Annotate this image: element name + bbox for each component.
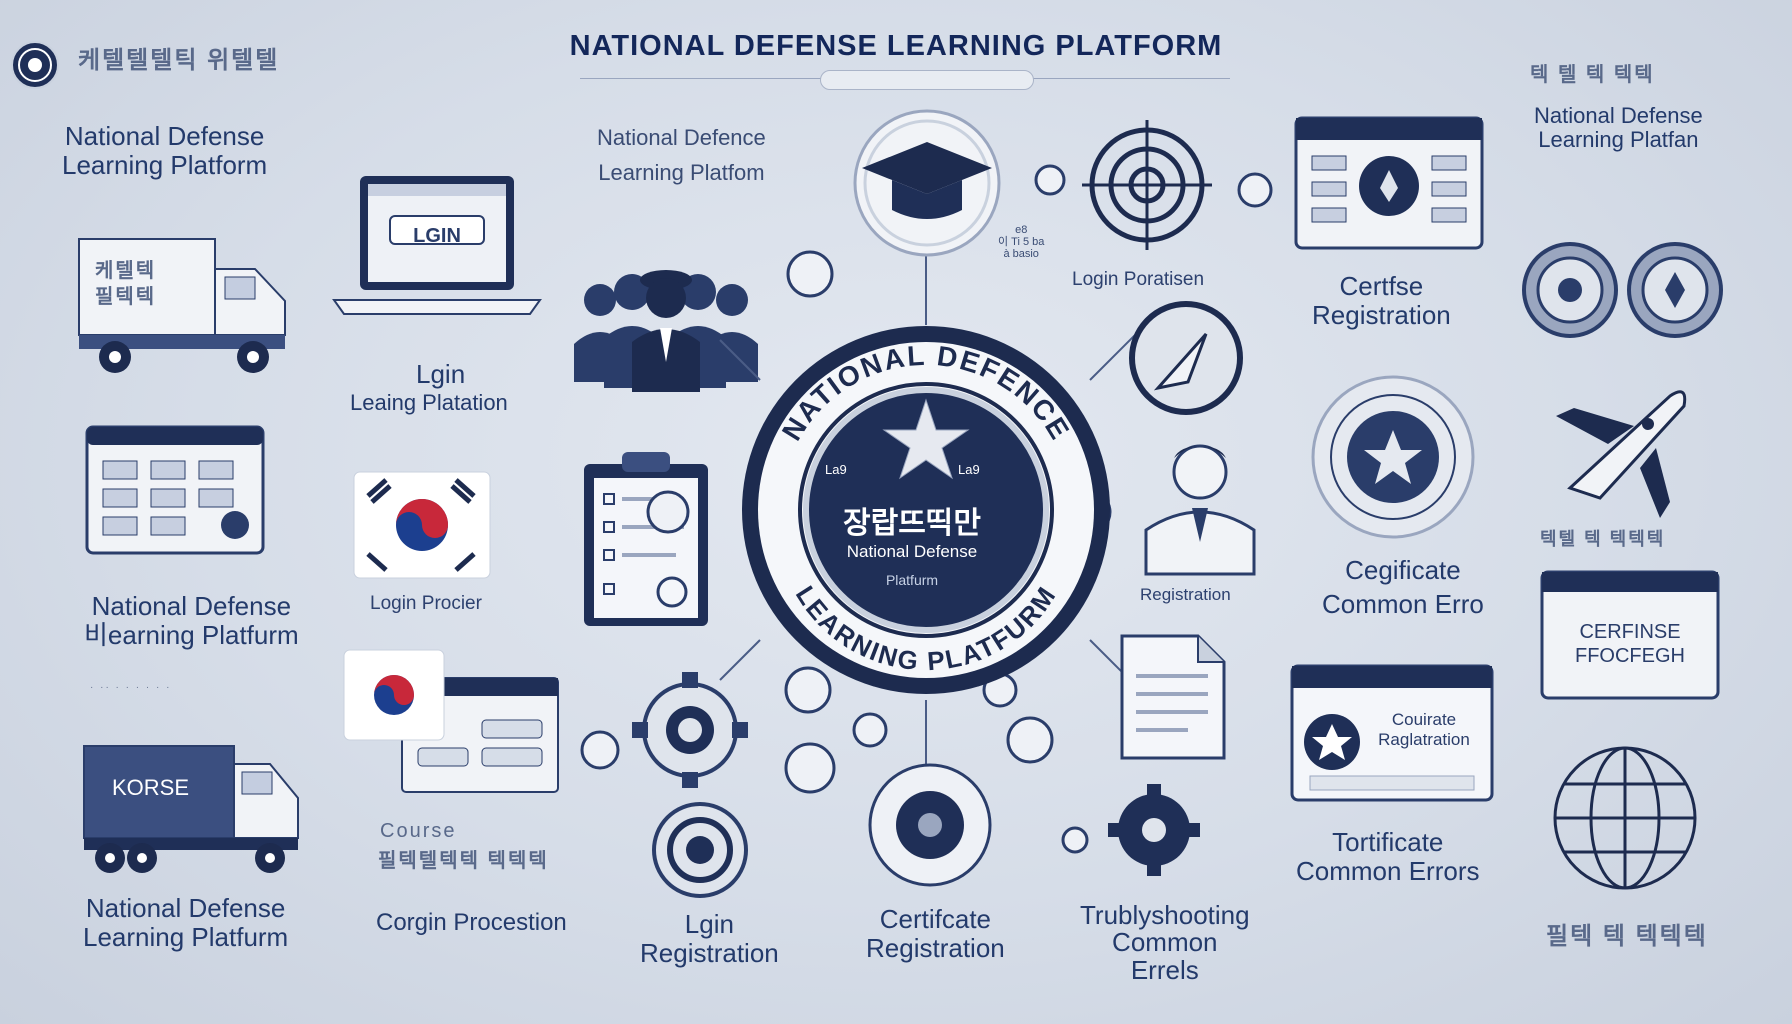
laptop-screen-text: LGIN bbox=[413, 225, 461, 247]
center-korean: 장랍뜨띡만 bbox=[843, 507, 981, 540]
left-bottom-label: National Defense Learning Platfurm bbox=[83, 893, 289, 952]
title-pill bbox=[820, 70, 1034, 90]
star-badge-icon bbox=[868, 763, 992, 887]
tiny-caption: e8 이 Ti 5 ba à basio bbox=[998, 224, 1045, 261]
soldiers-icon bbox=[574, 270, 758, 392]
target-icon bbox=[1082, 120, 1212, 250]
laptop-caption-2: Leaing Platation bbox=[350, 390, 508, 415]
bottom-login-reg: Lgin Registration bbox=[640, 909, 779, 968]
center-corner-right: La9 bbox=[958, 462, 980, 477]
truck-icon-2 bbox=[83, 745, 299, 873]
top-mid-label: National Defence Learning Platfom bbox=[597, 125, 766, 186]
truck-korean: 케텔텍 필텍텍 bbox=[95, 260, 157, 308]
globe-icon bbox=[1553, 746, 1697, 890]
document-icon bbox=[1120, 634, 1226, 760]
korean-top-right: 텍 텔 텍 텍텍 bbox=[1530, 64, 1655, 86]
truck-icon bbox=[78, 238, 286, 373]
bottom-troubleshooting: Trublyshooting Common Errels bbox=[1080, 900, 1250, 985]
gear-icon bbox=[632, 672, 748, 788]
laptop-icon bbox=[332, 176, 542, 315]
gear-icon-2 bbox=[652, 802, 748, 898]
reg-window-icon bbox=[1294, 116, 1484, 250]
reg-caption: Certfse Registration bbox=[1312, 271, 1451, 330]
clipboard-icon bbox=[584, 452, 708, 626]
laptop-caption-1: Lgin bbox=[416, 359, 466, 389]
truck-label: KORSE bbox=[112, 775, 190, 800]
graduation-cap-icon bbox=[853, 109, 1001, 257]
course-caption-2: 필텍텔텍텍 텍텍텍 bbox=[378, 850, 549, 872]
gear-icon-3 bbox=[1108, 784, 1200, 876]
bottom-login-process: Corgin Procestion bbox=[376, 909, 567, 936]
cerfinse-window-icon bbox=[1540, 570, 1720, 700]
emblem-icon bbox=[11, 41, 59, 89]
jet-icon bbox=[1556, 390, 1687, 518]
center-emblem-icon: NATIONAL DEFENCE LEARNING PLATFURM bbox=[742, 326, 1110, 694]
bottom-cert-reg: Certifcate Registration bbox=[866, 904, 1005, 963]
course-window-icon bbox=[1290, 664, 1494, 802]
center-en: National Defense bbox=[846, 542, 978, 561]
star-badge-icon-2 bbox=[1311, 375, 1475, 539]
flag-caption: Login Procier bbox=[370, 593, 482, 614]
badge-pair-icon bbox=[1522, 242, 1723, 338]
korean-top-left: 케텔텔텔틱 위텔텔 bbox=[78, 47, 280, 74]
person-caption: Registration bbox=[1140, 585, 1231, 604]
right-korean-bottom: 필텍 텍 텍텍텍 bbox=[1546, 923, 1708, 950]
compass-icon bbox=[1129, 301, 1243, 415]
person-icon bbox=[1144, 444, 1256, 576]
course-caption-1: Course bbox=[380, 820, 457, 842]
cerfinse-box-label: CERFINSE FFOCFEGH bbox=[1575, 621, 1685, 667]
course-box-label: Couirate Raglatration bbox=[1378, 710, 1470, 750]
center-corner-left: La9 bbox=[825, 462, 847, 477]
left-tiny: · ·· · · · · · · bbox=[90, 682, 172, 693]
flag-window-icon bbox=[343, 649, 559, 793]
page-title: NATIONAL DEFENSE LEARNING PLATFORM bbox=[569, 30, 1223, 62]
cert-caption: Cegificate Common Erro bbox=[1322, 555, 1484, 619]
right-korean-mid: 텍텔 텍 텍텍텍 bbox=[1540, 529, 1666, 549]
right-cert-caption: Tortificate Common Errors bbox=[1296, 827, 1480, 886]
left-mid-label: National Defense 비earning Platfurm bbox=[84, 591, 299, 650]
right-top-label: National Defense Learning Platfan bbox=[1534, 103, 1703, 153]
korean-flag-icon bbox=[353, 471, 491, 579]
app-window-icon bbox=[85, 425, 265, 555]
target-caption: Login Poratisen bbox=[1072, 269, 1205, 290]
left-top-label: National Defense Learning Platform bbox=[62, 121, 268, 180]
center-sub: Platfurm bbox=[885, 572, 939, 588]
